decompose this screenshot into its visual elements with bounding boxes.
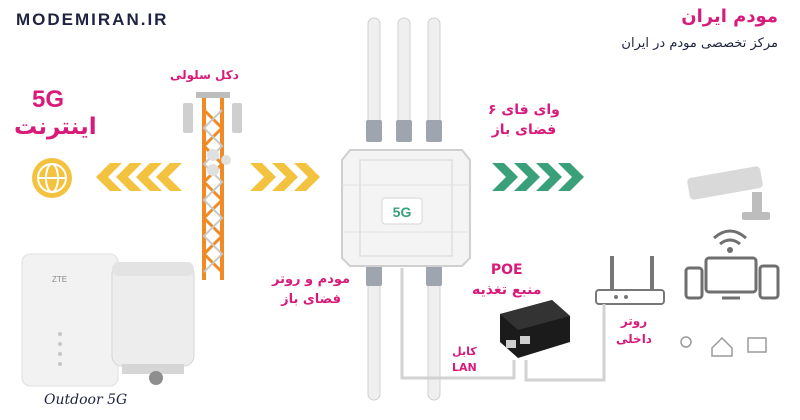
poe-adapter-icon: [500, 300, 570, 358]
wifi-label-line2: فضای باز: [491, 122, 557, 138]
globe-icon: [32, 158, 72, 198]
internet-tech-label: 5G: [32, 86, 65, 113]
arrow-right-yellow-icon: [250, 163, 320, 191]
lan-label-line1: کابل: [452, 345, 477, 358]
poe-label: POE منبع تغذیه: [472, 260, 542, 300]
cell-tower-icon: [183, 92, 242, 280]
lan-cable-icon: [400, 268, 606, 382]
arrow-right-green-icon: [492, 163, 584, 191]
lan-cable-label: کابل LAN: [452, 344, 477, 376]
outdoor-cpe-icon: [111, 262, 195, 385]
arrow-left-yellow-icon: [96, 163, 182, 191]
internet-label: اینترنت: [14, 114, 97, 140]
poe-label-line2: منبع تغذیه: [472, 282, 542, 298]
security-camera-icon: [687, 166, 770, 220]
modem-badge: 5G: [393, 204, 412, 220]
router-label-line2: داخلی: [616, 332, 652, 346]
outdoor-modem-icon: [341, 149, 471, 267]
indoor-router-label: روتر داخلی: [616, 312, 652, 348]
modem-label: مودم و روتر فضای باز: [272, 270, 350, 310]
header-title: مودم ایران: [681, 6, 778, 27]
wifi-label: وای فای ۶ فضای باز: [488, 100, 560, 140]
lan-label-line2: LAN: [452, 361, 477, 374]
smart-home-icons: [680, 336, 767, 357]
wifi-devices-icon: [684, 229, 780, 300]
brand-logo-text: MODEMIRAN.IR: [16, 10, 169, 29]
zte-device-icon: [21, 253, 119, 387]
router-label-line1: روتر: [620, 314, 648, 328]
modem-label-line1: مودم و روتر: [272, 272, 351, 287]
header-subtitle: مرکز تخصصی مودم در ایران: [621, 36, 778, 51]
modem-antenna-icon: [366, 17, 442, 401]
zte-logo: ZTE: [52, 275, 67, 284]
product-label: Outdoor 5G: [44, 392, 128, 408]
cell-tower-label: دکل سلولی: [170, 68, 239, 82]
modem-label-line2: فضای باز: [281, 292, 341, 307]
poe-label-line1: POE: [490, 262, 523, 278]
indoor-router-icon: [595, 256, 665, 305]
wifi-label-line1: وای فای ۶: [488, 102, 560, 118]
